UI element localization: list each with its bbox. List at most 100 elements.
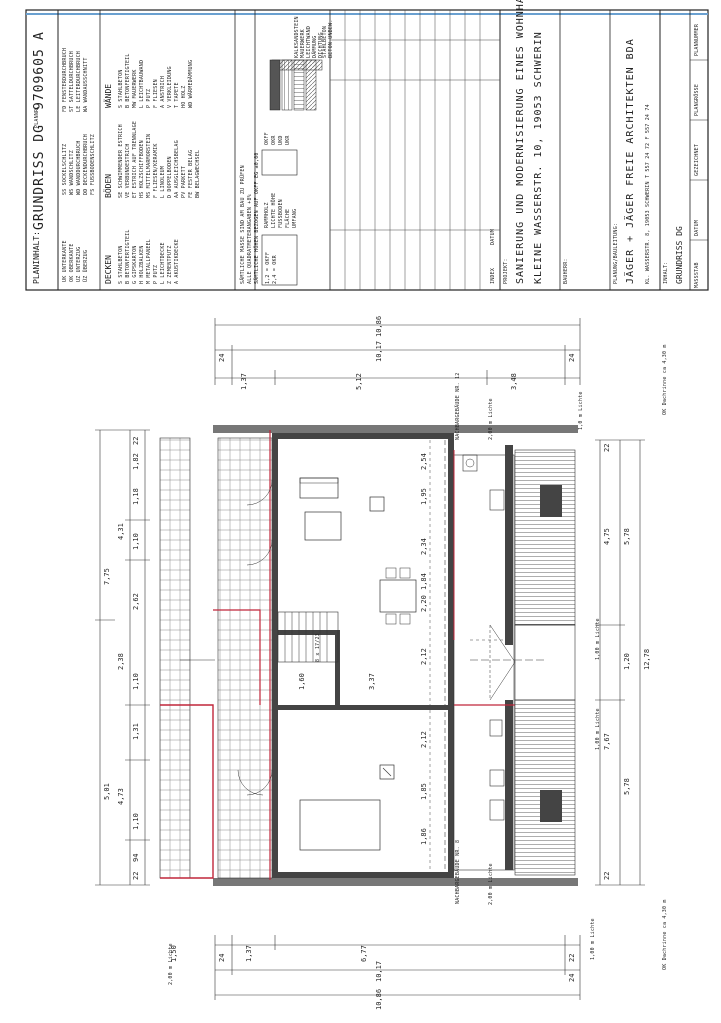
boeden-item: BW BELAGWECHSEL bbox=[195, 149, 201, 198]
dim-left: 5,01 bbox=[103, 783, 111, 800]
footer-cell: PLANNUMMER bbox=[694, 23, 700, 56]
waende-item: S STAHLBETON bbox=[118, 69, 124, 108]
boeden-item: ET ESTRICH AUF TRENNLAGE bbox=[132, 120, 138, 198]
legend-code-uz: UZ UNTERZUG bbox=[76, 246, 82, 282]
dim-right: 5,78 bbox=[623, 778, 631, 795]
legend-symbol: FUSSBODEN bbox=[278, 199, 284, 228]
legend-symbol: OKR bbox=[271, 135, 277, 145]
misc-label: 2,00 m Lichte bbox=[168, 943, 174, 985]
footer-cell: PLANGRÖSSE bbox=[694, 83, 700, 116]
dim-bottom: 1,37 bbox=[245, 945, 253, 962]
legend-symbol: UKR bbox=[285, 135, 291, 145]
boeden-item: PV PARKETT bbox=[181, 165, 187, 198]
dim-right: 4,75 bbox=[603, 528, 611, 545]
boeden-item: D DOPPELBODEN bbox=[167, 156, 173, 198]
hatch-label: DICHTUNG bbox=[318, 32, 324, 58]
decken-item: P PUTZ bbox=[153, 264, 159, 284]
dim-left: 1,10 bbox=[132, 673, 140, 690]
dim-right: 12,78 bbox=[643, 648, 651, 670]
waende-item: WD WÄRMEDÄMMUNG bbox=[188, 59, 194, 108]
furniture-upper bbox=[299, 477, 417, 625]
legend-symbol: OKFF bbox=[264, 132, 270, 145]
dim-left: 22 bbox=[132, 871, 140, 880]
room-height: 2,34 bbox=[420, 538, 428, 555]
skylight-upper bbox=[540, 485, 562, 517]
planinhalt-value: GRUNDRISS DG bbox=[32, 124, 47, 230]
note-line-2: ALLE QUADRATMETERANGABEN +8% bbox=[247, 194, 253, 284]
decken-heading: DECKEN bbox=[104, 255, 113, 284]
boeden-heading: BÖDEN bbox=[104, 173, 113, 198]
skylight-lower bbox=[540, 790, 562, 822]
inhalt-label: INHALT: bbox=[663, 261, 669, 284]
waende-item: HO HOLZ bbox=[181, 85, 187, 108]
project-label: PROJEKT: bbox=[503, 258, 509, 284]
room-height: 1,84 bbox=[420, 573, 428, 590]
staircase bbox=[277, 611, 339, 663]
legend-symbol: UMFANG bbox=[292, 208, 298, 228]
dim-top: 24 bbox=[218, 353, 226, 362]
roof-dormer-upper bbox=[514, 449, 576, 626]
decken-item: Z ZEMENTPUTZ bbox=[167, 245, 173, 284]
decken-item: L LEICHTDECKE bbox=[160, 242, 166, 284]
legend-code-uez: ÜZ ÜBERZUG bbox=[83, 249, 89, 282]
waende-item: V VERKLEIDUNG bbox=[167, 66, 173, 108]
room-height: 1,95 bbox=[420, 488, 428, 505]
boeden-item: F FLIESEN/KERAMIK bbox=[153, 143, 159, 198]
legend-code-wa: WA WANDAUSSCHNITT bbox=[83, 57, 89, 112]
misc-label: 2,00 m Lichte bbox=[488, 863, 494, 905]
red-outline-mid bbox=[213, 609, 261, 705]
waende-item: B BETONFERTIGTEIL bbox=[125, 53, 131, 108]
dim-left: 1,82 bbox=[132, 453, 140, 470]
decken-item: S STAHLBETON bbox=[118, 245, 124, 284]
dim-left: 22 bbox=[132, 436, 140, 445]
footer-cell: MASSSTAB bbox=[694, 262, 700, 288]
red-outline-lower bbox=[160, 704, 214, 879]
dim-right: 1,20 bbox=[623, 653, 631, 670]
bathroom-fixtures bbox=[462, 454, 505, 821]
boeden-item: HS HOLZSCHIFFBODEN bbox=[139, 140, 145, 198]
planinhalt-label: PLANINHALT: bbox=[32, 231, 41, 284]
decken-item: A AKUSTIKDECKE bbox=[174, 239, 180, 284]
legend-code-le: LE LEITERDURCHBRUCH bbox=[76, 51, 82, 112]
legend-symbol: 1,2 = OKFF bbox=[265, 251, 271, 284]
gutter-label: OK Dachrinne ca 4,30 m bbox=[662, 899, 668, 970]
boeden-item: FE FESTER BELAG bbox=[188, 149, 194, 198]
dim-top: 10,17 bbox=[375, 340, 383, 362]
inhalt-value: GRUNDRISS DG bbox=[675, 226, 684, 284]
note-line-1: SÄMTLICHE MASSE SIND AM BAU ZU PRÜFEN bbox=[240, 165, 246, 284]
dim-right: 5,78 bbox=[623, 528, 631, 545]
misc-label: 1,00 m Lichte bbox=[590, 918, 596, 960]
boeden-item: VE VERBUNDESTRICH bbox=[125, 143, 131, 198]
waende-item: P PUTZ bbox=[146, 88, 152, 108]
dim-top: 5,12 bbox=[355, 373, 363, 390]
project-line-1: SANIERUNG UND MODERNISIERUNG EINES WOHNH… bbox=[515, 0, 526, 284]
hatch-label: BETON UNBEW. bbox=[328, 19, 334, 58]
dim-left: 2,38 bbox=[117, 653, 125, 670]
room-height: 1,85 bbox=[420, 783, 428, 800]
footer-cell: DATUM bbox=[694, 219, 700, 236]
legend-code-ws: WS WANDSCHLITZ bbox=[69, 150, 75, 195]
neighbour-wall-top bbox=[213, 425, 578, 433]
dim-bottom: 10,86 bbox=[375, 988, 383, 1010]
room-height: 2,12 bbox=[420, 648, 428, 665]
firm-address: KL. WASSERSTR. 8, 19053 SCHWERIN T 557 2… bbox=[645, 104, 651, 284]
legend-symbol: RAMMHOLZ bbox=[264, 202, 270, 228]
room-height: 1,86 bbox=[420, 828, 428, 845]
dim-left: 94 bbox=[132, 853, 140, 862]
room-height: 2,20 bbox=[420, 595, 428, 612]
revision-index-label: INDEX bbox=[490, 267, 496, 284]
misc-label: 1,60 bbox=[298, 673, 306, 690]
waende-item: MW MAUERWERK bbox=[132, 69, 138, 108]
title-block bbox=[25, 9, 709, 291]
misc-label: 1,00 m Lichte bbox=[595, 708, 601, 750]
decken-item: G GIPSKARTON bbox=[132, 245, 138, 284]
stair-label: 8 x 17/23 bbox=[315, 633, 321, 662]
room-height: 2,12 bbox=[420, 731, 428, 748]
loggia-tiles bbox=[217, 437, 273, 879]
planer-label: PLANUNG/BAULEITUNG: bbox=[613, 223, 619, 284]
legend-code-fs: FS FUSSBODENSCHLITZ bbox=[90, 134, 96, 195]
terrace-left bbox=[159, 437, 191, 879]
legend-symbol: UKD bbox=[278, 135, 284, 145]
dim-bottom: 24 bbox=[568, 973, 576, 982]
